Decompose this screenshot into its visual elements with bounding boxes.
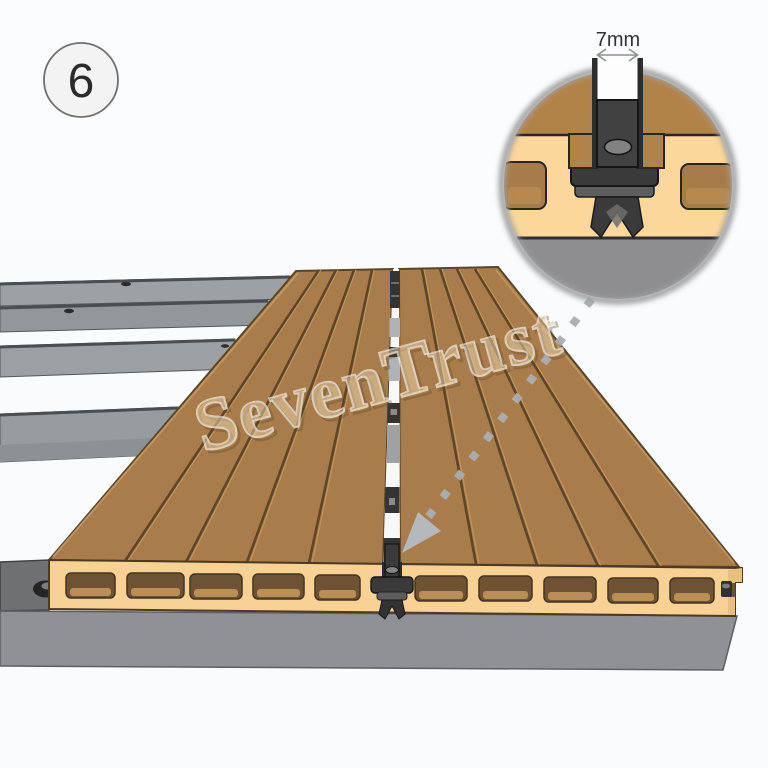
gap-joist-hint-2 [388, 357, 400, 381]
deck-groove-highlights-left [127, 269, 375, 564]
gap-clip-2 [389, 347, 400, 357]
leader-arrowhead-icon [402, 512, 441, 553]
detail-clip-barb-notch [606, 204, 628, 228]
joist-edge-3 [0, 338, 236, 349]
right-edge-clip [721, 581, 732, 597]
front-joist-face [0, 610, 738, 671]
deck-grooves-left [123, 269, 374, 564]
left-edge-bevel [52, 272, 299, 558]
clip-plate [376, 591, 408, 601]
joist-face-3 [0, 437, 178, 462]
clip-flange [370, 576, 414, 594]
detail-gap-wall-right [637, 58, 643, 168]
measure-arrow-icon [596, 48, 639, 62]
chamber-inner-light [70, 588, 710, 601]
detail-clip-stem [596, 99, 639, 168]
deck-groove-highlights-right [423, 268, 663, 568]
deck-front-cross-section [48, 543, 743, 620]
right-edge-bevel [495, 269, 735, 564]
detail-gap-column [592, 58, 643, 168]
detail-clip-screw-hole [603, 138, 633, 156]
step-badge: 6 [43, 42, 119, 118]
joist-edge-2 [0, 299, 269, 310]
gap-clip-4a [385, 487, 400, 493]
board-right-end [721, 568, 742, 615]
front-hidden-fastener-clip [370, 543, 414, 620]
joist-edge-1 [0, 275, 291, 286]
joist-clip-dot-2 [64, 308, 74, 314]
detail-clip-barb-legs [590, 196, 644, 239]
gap-joist-hint-1 [389, 318, 400, 337]
detail-gap-wall-left [592, 58, 598, 168]
joist-clip-dot-3 [221, 344, 229, 348]
gap-measurement-label: 7mm [596, 29, 640, 51]
gap-joist-hint-3 [387, 425, 400, 463]
deck-grooves-right [420, 268, 661, 568]
clip-barb-legs [378, 599, 406, 620]
gap-clip-1 [390, 271, 400, 308]
step-number: 6 [68, 55, 95, 108]
gap-measurement: 7mm [596, 29, 640, 62]
joist-edge-4 [0, 406, 179, 417]
clip-screw-hole [385, 566, 399, 574]
joist-clip-dot-1 [121, 281, 131, 287]
detail-gap-void [597, 58, 638, 104]
joist-substructure [0, 275, 291, 463]
step-badge-circle [43, 42, 119, 118]
